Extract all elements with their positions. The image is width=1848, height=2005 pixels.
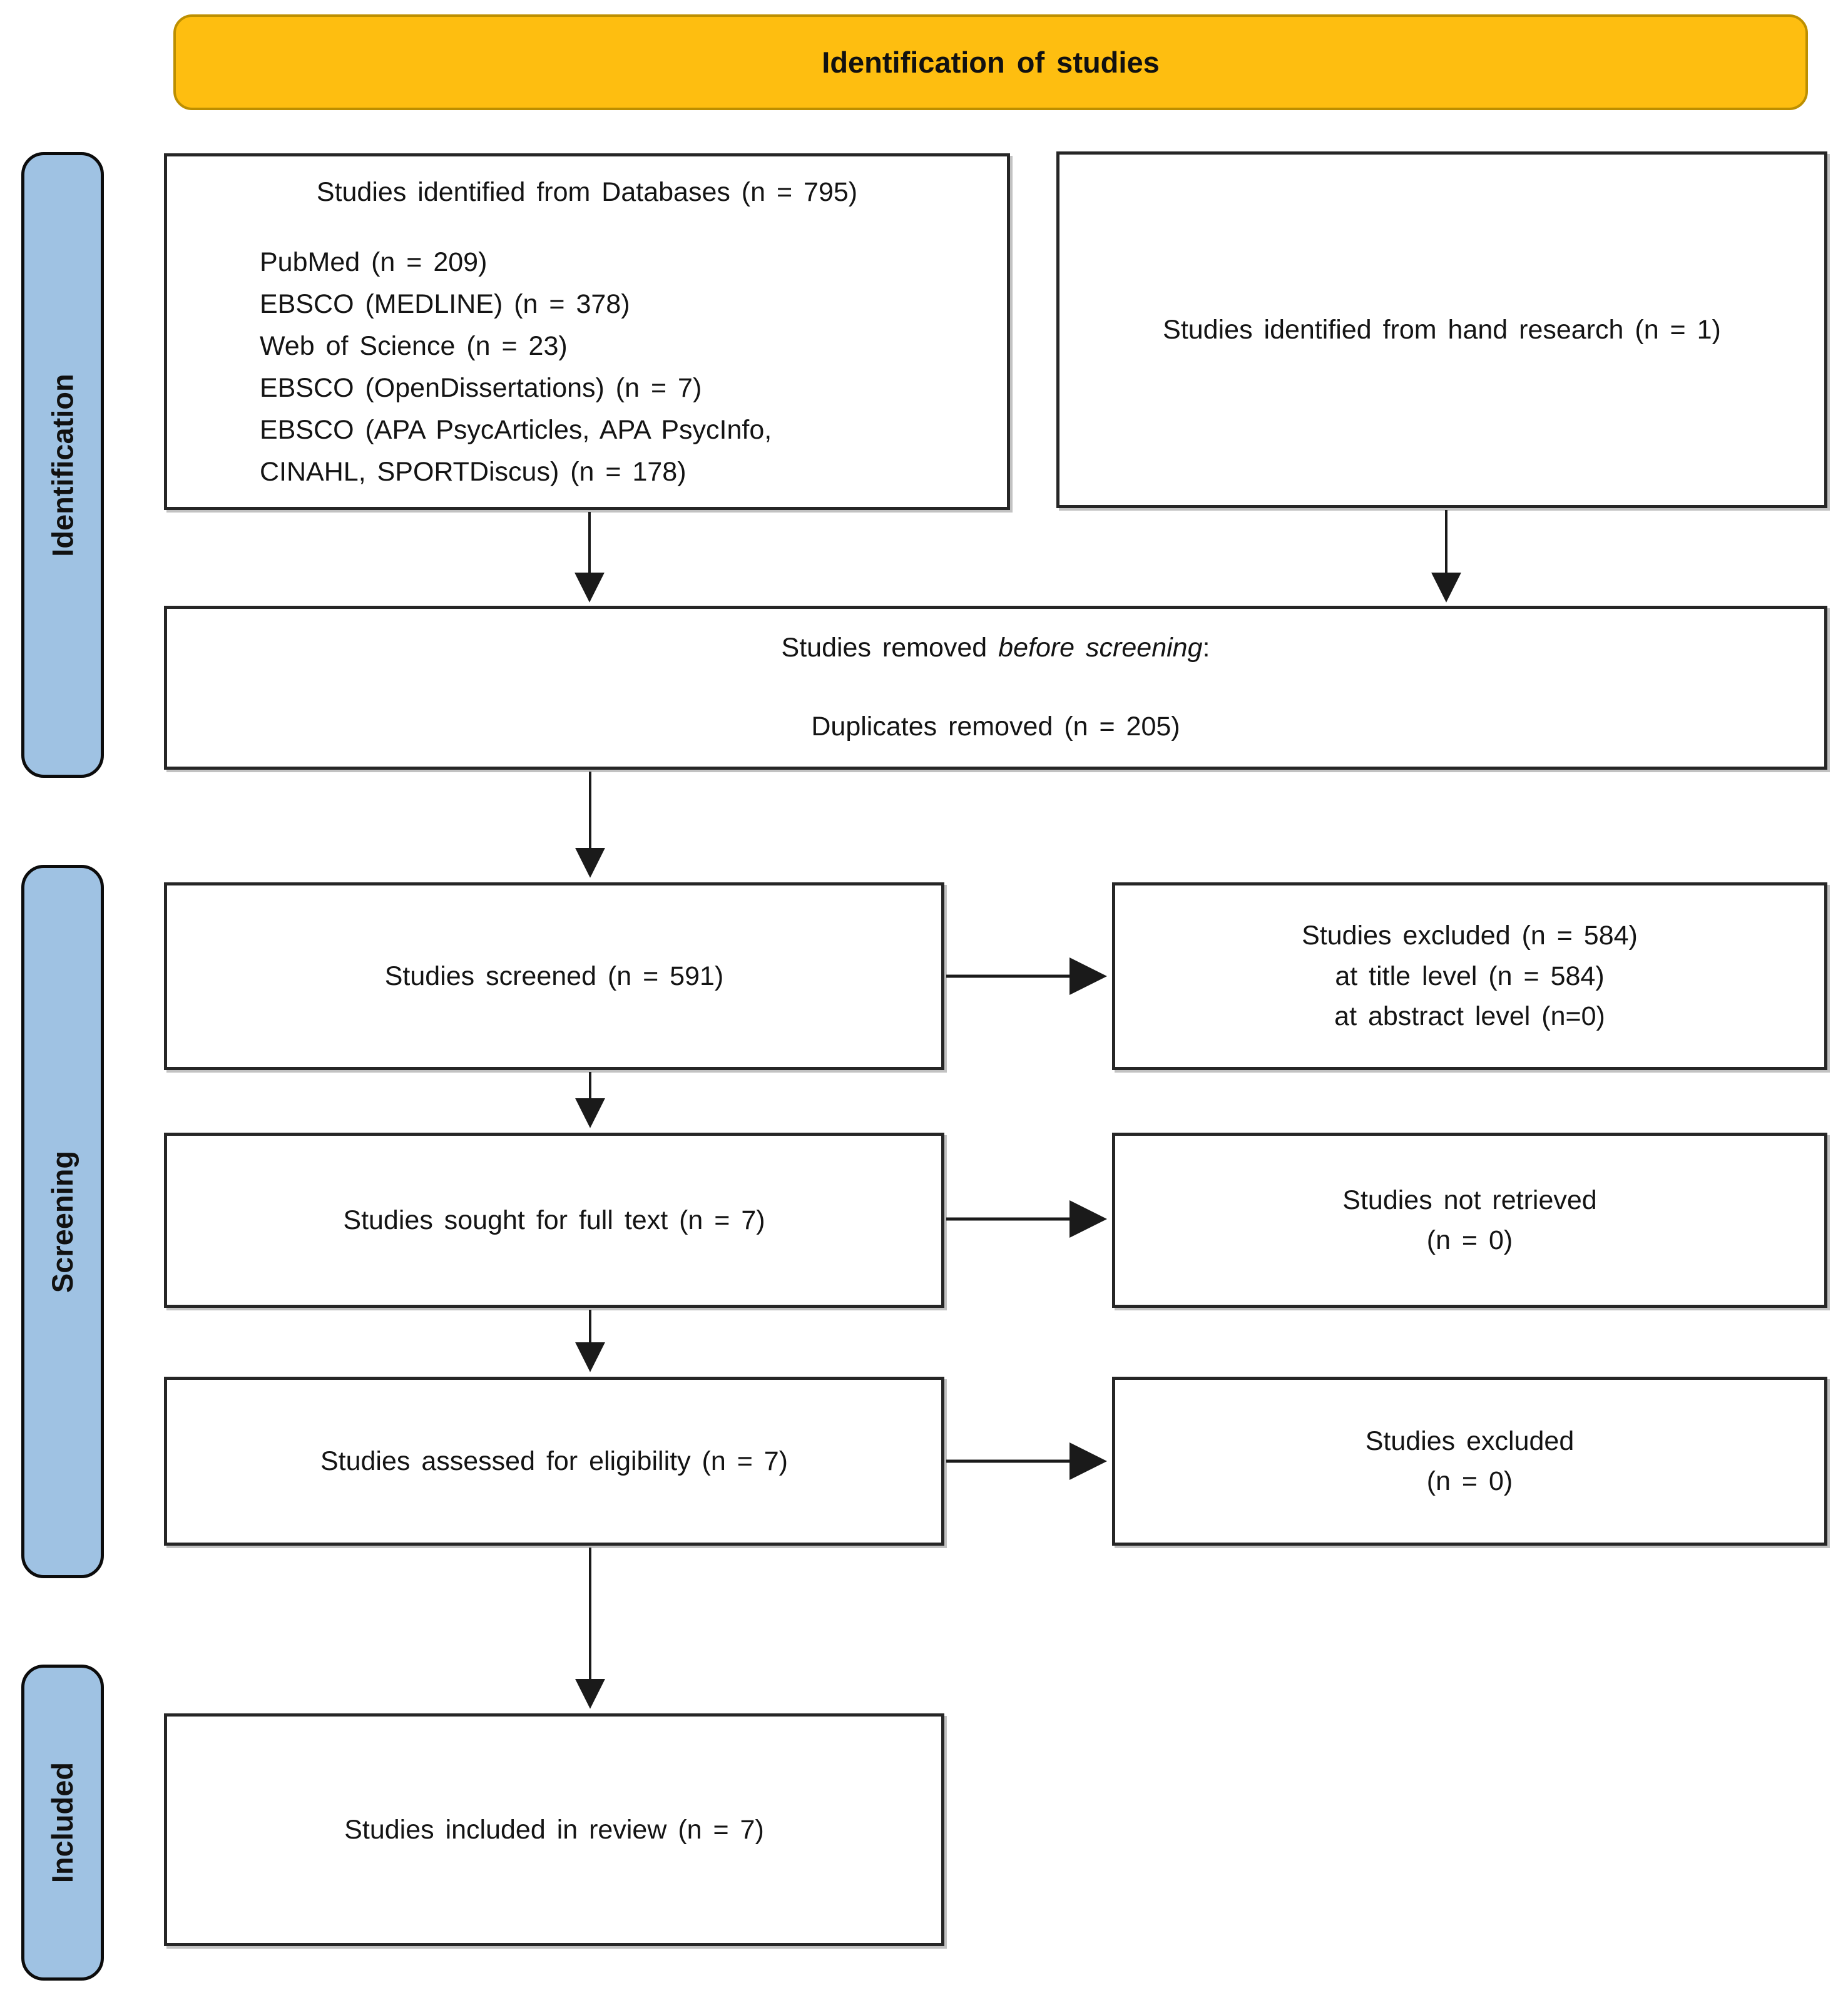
stage-bar-screening-label: Screening	[46, 1150, 79, 1293]
screened-text: Studies screened (n = 591)	[384, 961, 724, 991]
box-included-in-review: Studies included in review (n = 7)	[164, 1713, 944, 1946]
sought-text: Studies sought for full text (n = 7)	[343, 1205, 765, 1235]
removed-line1-italic: before screening	[998, 633, 1203, 663]
databases-list-item: EBSCO (OpenDissertations) (n = 7)	[260, 372, 702, 403]
excluded-screening-line: Studies excluded (n = 584)	[1302, 921, 1638, 951]
excluded-screening-lines: Studies excluded (n = 584) at title leve…	[1302, 916, 1638, 1037]
box-databases: Studies identified from Databases (n = 7…	[164, 153, 1010, 510]
removed-line1-prefix: Studies removed	[781, 633, 999, 663]
removed-line1-suffix: :	[1202, 633, 1210, 663]
stage-bar-identification: Identification	[21, 152, 104, 778]
box-removed-before-screening: Studies removed before screening: Duplic…	[164, 606, 1827, 770]
box-assessed-eligibility: Studies assessed for eligibility (n = 7)	[164, 1377, 944, 1546]
included-text: Studies included in review (n = 7)	[344, 1814, 764, 1845]
box-excluded-eligibility: Studies excluded (n = 0)	[1112, 1377, 1827, 1546]
hand-research-text: Studies identified from hand research (n…	[1163, 314, 1721, 345]
box-sought-full-text: Studies sought for full text (n = 7)	[164, 1133, 944, 1308]
databases-list-item: EBSCO (APA PsycArticles, APA PsycInfo, C…	[260, 414, 772, 487]
banner-title: Identification of studies	[822, 46, 1160, 79]
not-retrieved-line: Studies not retrieved	[1342, 1185, 1597, 1215]
removed-line2: Duplicates removed (n = 205)	[811, 712, 1180, 742]
box-excluded-screening: Studies excluded (n = 584) at title leve…	[1112, 882, 1827, 1070]
stage-bar-identification-label: Identification	[46, 373, 79, 557]
databases-list-item: PubMed (n = 209)	[260, 247, 488, 277]
assessed-text: Studies assessed for eligibility (n = 7)	[320, 1446, 789, 1476]
excluded-screening-line: at title level (n = 584)	[1335, 961, 1605, 991]
stage-bar-screening: Screening	[21, 865, 104, 1578]
removed-line1: Studies removed before screening:	[782, 632, 1210, 665]
not-retrieved-line: (n = 0)	[1426, 1225, 1513, 1255]
box-not-retrieved: Studies not retrieved (n = 0)	[1112, 1133, 1827, 1308]
banner: Identification of studies	[173, 14, 1808, 110]
databases-list-item: EBSCO (MEDLINE) (n = 378)	[260, 288, 630, 319]
databases-title: Studies identified from Databases (n = 7…	[316, 177, 858, 207]
databases-list: PubMed (n = 209) EBSCO (MEDLINE) (n = 37…	[260, 242, 848, 493]
databases-list-item: Web of Science (n = 23)	[260, 330, 568, 361]
not-retrieved-lines: Studies not retrieved (n = 0)	[1342, 1180, 1596, 1261]
excluded-eligibility-line: Studies excluded	[1365, 1426, 1575, 1456]
stage-bar-included-label: Included	[46, 1762, 79, 1884]
box-hand-research: Studies identified from hand research (n…	[1056, 151, 1827, 508]
excluded-eligibility-line: (n = 0)	[1426, 1466, 1513, 1496]
excluded-screening-line: at abstract level (n=0)	[1334, 1001, 1605, 1032]
excluded-eligibility-lines: Studies excluded (n = 0)	[1366, 1421, 1575, 1502]
stage-bar-included: Included	[21, 1665, 104, 1981]
box-screened: Studies screened (n = 591)	[164, 882, 944, 1070]
